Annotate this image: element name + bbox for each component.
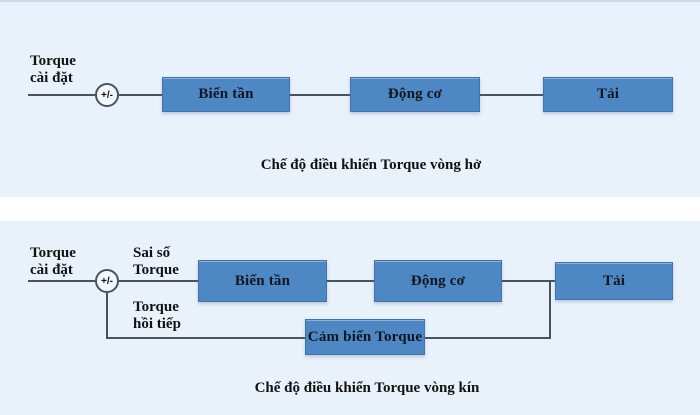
torque-feedback-label: Torque hồi tiếp [133,299,181,333]
top-edge-line [0,0,700,2]
summing-junction-label: +/- [101,89,113,101]
closed-loop-panel [0,221,700,415]
closed-loop-connector-2 [327,280,374,282]
feedback-line-right [425,337,551,339]
feedback-label-line1: Torque [133,299,179,315]
open-loop-summing-junction: +/- [95,83,119,107]
open-loop-block-inverter: Biến tần [162,77,290,112]
source-label-line1: Torque [30,245,76,261]
block-label: Tải [602,272,626,289]
open-loop-block-load: Tải [543,77,673,112]
error-label-line1: Sai số [133,245,171,261]
closed-loop-block-load: Tải [555,262,673,300]
closed-loop-block-torque-sensor: Cảm biến Torque [305,319,425,355]
block-label: Tải [596,86,620,102]
source-label-line1: Torque [30,53,76,69]
closed-loop-connector-1 [119,280,198,282]
open-loop-connector-1 [119,94,162,96]
open-loop-connector-2 [290,94,350,96]
source-label-line2: cài đặt [30,70,73,86]
block-label: Cảm biến Torque [307,328,423,345]
closed-loop-input-line [28,280,96,282]
summing-junction-label: +/- [101,275,113,287]
open-loop-connector-3 [480,94,543,96]
closed-loop-block-inverter: Biến tần [198,260,327,302]
open-loop-caption: Chế độ điều khiển Torque vòng hở [260,157,482,173]
closed-loop-summing-junction: +/- [95,269,119,293]
open-loop-source-label: Torque cài đặt [30,53,76,87]
feedback-tap-line [549,281,551,339]
feedback-line-left [106,337,305,339]
block-label: Động cơ [410,272,466,289]
block-label: Động cơ [387,86,443,102]
torque-error-label: Sai số Torque [133,245,179,279]
open-loop-input-line [28,94,96,96]
closed-loop-caption: Chế độ điều khiển Torque vòng kín [254,380,480,396]
closed-loop-block-motor: Động cơ [374,260,502,302]
open-loop-block-motor: Động cơ [350,77,480,112]
closed-loop-source-label: Torque cài đặt [30,245,76,279]
feedback-label-line2: hồi tiếp [133,316,181,332]
source-label-line2: cài đặt [30,262,73,278]
block-label: Biến tần [198,86,254,102]
closed-loop-connector-3 [502,280,555,282]
feedback-drop-line [106,293,108,338]
error-label-line2: Torque [133,262,179,278]
block-label: Biến tần [234,272,291,289]
